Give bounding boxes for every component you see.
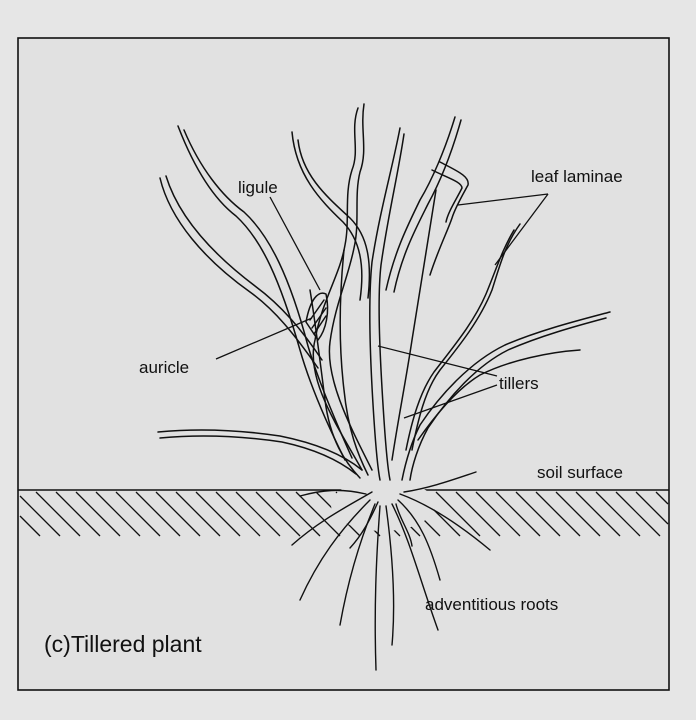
label-leaf-laminae: leaf laminae <box>531 167 623 186</box>
label-auricle: auricle <box>139 358 189 377</box>
diagram-frame <box>18 38 669 690</box>
label-soil-surface: soil surface <box>537 463 623 482</box>
root-crown-clear <box>331 479 435 531</box>
label-tillers: tillers <box>499 374 539 393</box>
label-adventitious-roots: adventitious roots <box>425 595 558 614</box>
diagram-caption: (c)Tillered plant <box>44 631 202 657</box>
label-ligule: ligule <box>238 178 278 197</box>
